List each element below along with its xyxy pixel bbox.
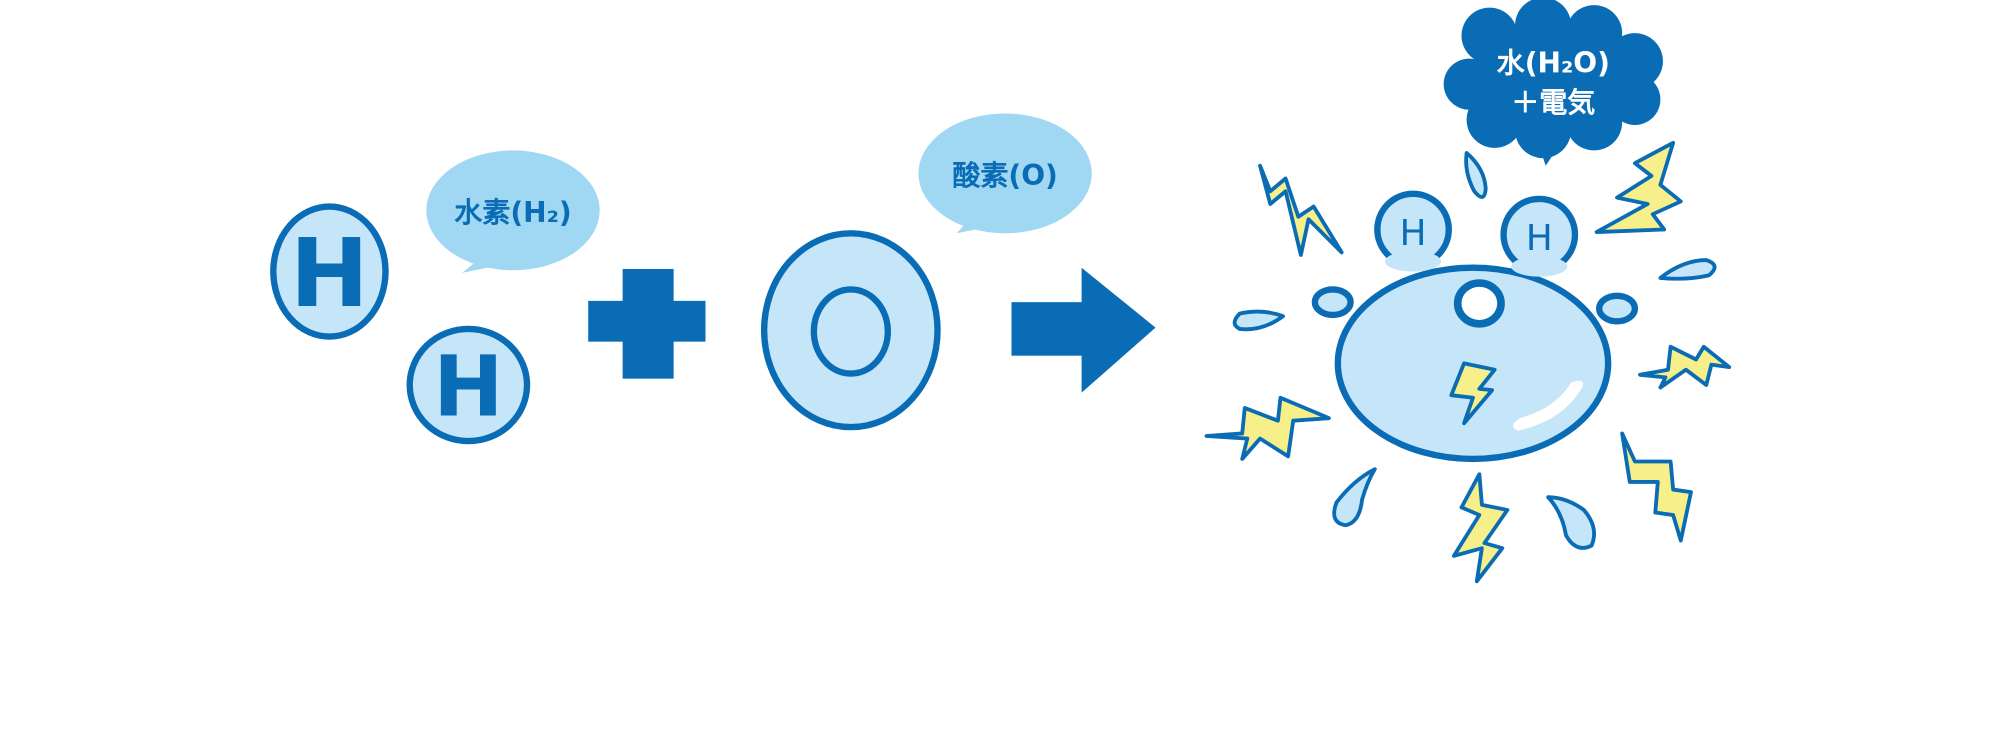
lightning-bolt-icon <box>1449 361 1497 426</box>
oxygen-atom <box>760 230 941 431</box>
lightning-bolt-icon <box>1594 140 1683 234</box>
water-hydrogen-letter: H <box>1526 218 1553 259</box>
reaction-arrow-icon <box>1011 267 1156 393</box>
lightning-bolt-icon <box>1620 431 1693 543</box>
water-drop-icon <box>1546 495 1596 550</box>
oxygen-letter-ring <box>810 286 891 377</box>
hydrogen-label: 水素(H₂) <box>454 196 571 229</box>
hydrogen-atom-1: H <box>270 203 389 340</box>
water-label-line1: 水(H₂O) <box>1497 47 1610 80</box>
water-drop-icon <box>1232 309 1285 332</box>
water-label-line2: ＋電気 <box>1511 86 1595 119</box>
water-molecule: H H <box>1311 190 1639 463</box>
lightning-bolt-icon <box>1451 472 1510 584</box>
lightning-bolt-icon <box>1204 395 1331 461</box>
hydrogen-atom-2: H <box>406 325 531 445</box>
water-oxygen-ring <box>1453 279 1505 328</box>
hydrogen-speech-bubble: 水素(H₂) <box>426 150 600 273</box>
plus-sign <box>588 268 706 379</box>
water-hydrogen-letter: H <box>1400 213 1427 254</box>
lightning-bolt-icon <box>1638 344 1732 390</box>
oxygen-speech-bubble: 酸素(O) <box>918 113 1092 234</box>
water-drop-icon <box>1464 151 1488 199</box>
highlight <box>1513 380 1584 431</box>
water-drop-icon <box>1332 467 1377 528</box>
lightning-bolt-icon <box>1258 163 1344 257</box>
water-drop-icon <box>1658 258 1717 281</box>
hydrogen-letter: H <box>290 219 369 329</box>
hydrogen-letter: H <box>433 338 503 436</box>
oxygen-label: 酸素(O) <box>952 159 1058 192</box>
water-thought-bubble: 水(H₂O) ＋電気 <box>1443 0 1663 166</box>
